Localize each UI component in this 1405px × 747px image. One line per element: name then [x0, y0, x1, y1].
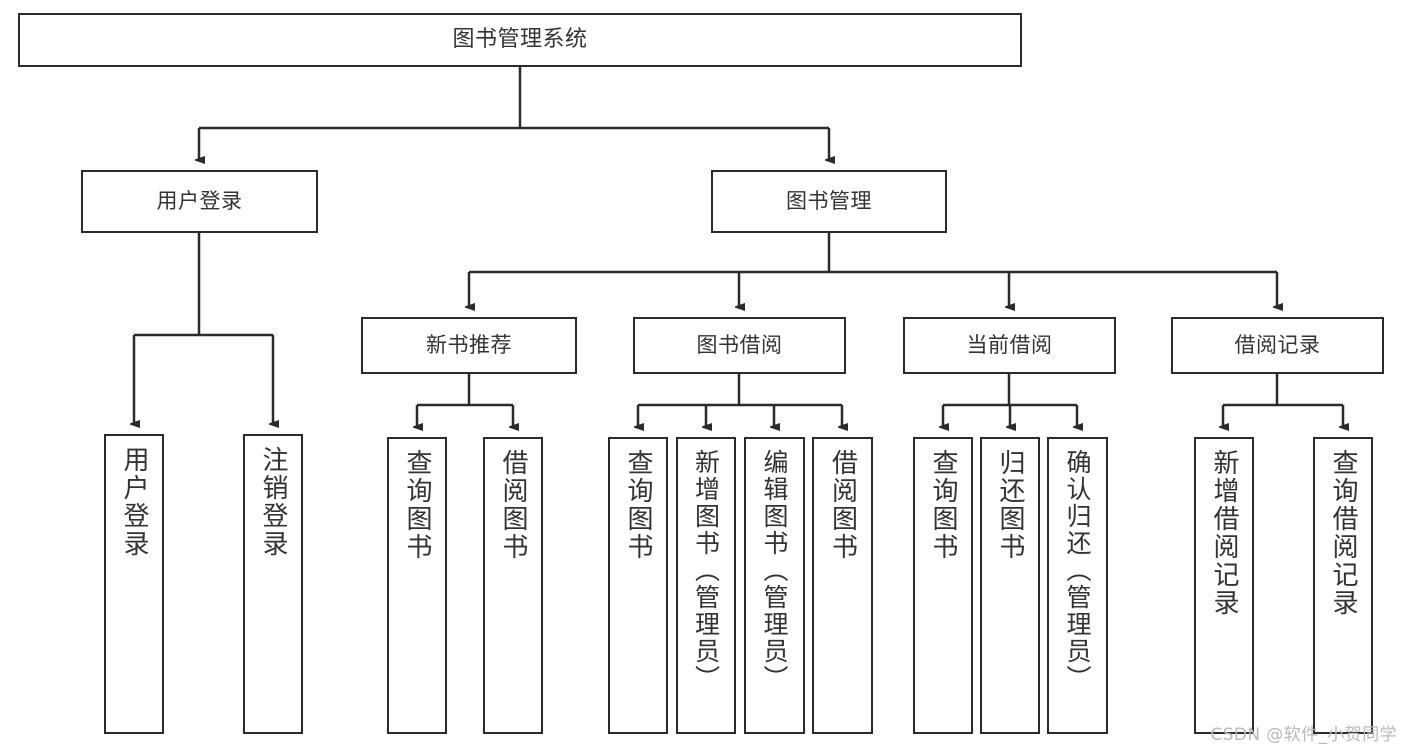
node-label: 注销登录 — [258, 446, 288, 558]
leaf-logout[interactable]: 注销登录 — [243, 434, 303, 734]
leaf-confirm-return-admin[interactable]: 确认归还（管理员） — [1047, 437, 1108, 734]
node-label: 归还图书 — [995, 449, 1025, 561]
node-label: 图书借阅 — [696, 333, 783, 358]
leaf-query-book-current[interactable]: 查询图书 — [913, 437, 973, 734]
node-label: 查询图书 — [402, 449, 432, 561]
node-label: 当前借阅 — [966, 333, 1053, 358]
node-label: 用户登录 — [119, 446, 149, 558]
node-label: 确认归还（管理员） — [1063, 449, 1092, 692]
leaf-user-login[interactable]: 用户登录 — [104, 434, 164, 734]
node-label: 查询图书 — [928, 449, 958, 561]
node-label: 查询借阅记录 — [1328, 449, 1358, 617]
node-label: 借阅记录 — [1234, 333, 1321, 358]
node-label: 编辑图书（管理员） — [760, 449, 789, 692]
node-book-borrow[interactable]: 图书借阅 — [633, 317, 846, 374]
node-borrow-records[interactable]: 借阅记录 — [1171, 317, 1384, 374]
node-label: 图书管理系统 — [452, 27, 588, 53]
node-label: 用户登录 — [156, 189, 243, 214]
node-book-management[interactable]: 图书管理 — [711, 170, 947, 233]
node-label: 借阅图书 — [827, 449, 858, 561]
node-root-system[interactable]: 图书管理系统 — [18, 13, 1022, 67]
csdn-watermark: CSDN @软件_小贺同学 — [1210, 725, 1397, 745]
node-new-book-recommend[interactable]: 新书推荐 — [361, 317, 577, 374]
node-current-borrow[interactable]: 当前借阅 — [903, 317, 1116, 374]
leaf-query-book-recommend[interactable]: 查询图书 — [387, 437, 447, 734]
leaf-add-borrow-record[interactable]: 新增借阅记录 — [1194, 437, 1254, 734]
node-label: 新增借阅记录 — [1209, 449, 1239, 617]
leaf-borrow-book[interactable]: 借阅图书 — [812, 437, 873, 734]
leaf-query-book-borrow[interactable]: 查询图书 — [608, 437, 668, 734]
node-label: 查询图书 — [623, 449, 653, 561]
leaf-add-book-admin[interactable]: 新增图书（管理员） — [676, 437, 736, 734]
node-label: 图书管理 — [786, 189, 872, 214]
leaf-edit-book-admin[interactable]: 编辑图书（管理员） — [744, 437, 805, 734]
node-user-login[interactable]: 用户登录 — [81, 170, 318, 233]
leaf-query-borrow-record[interactable]: 查询借阅记录 — [1313, 437, 1373, 734]
node-label: 借阅图书 — [498, 449, 528, 561]
leaf-return-book[interactable]: 归还图书 — [980, 437, 1040, 734]
node-label: 新书推荐 — [426, 333, 512, 358]
node-label: 新增图书（管理员） — [691, 449, 721, 692]
leaf-borrow-book-recommend[interactable]: 借阅图书 — [483, 437, 543, 734]
